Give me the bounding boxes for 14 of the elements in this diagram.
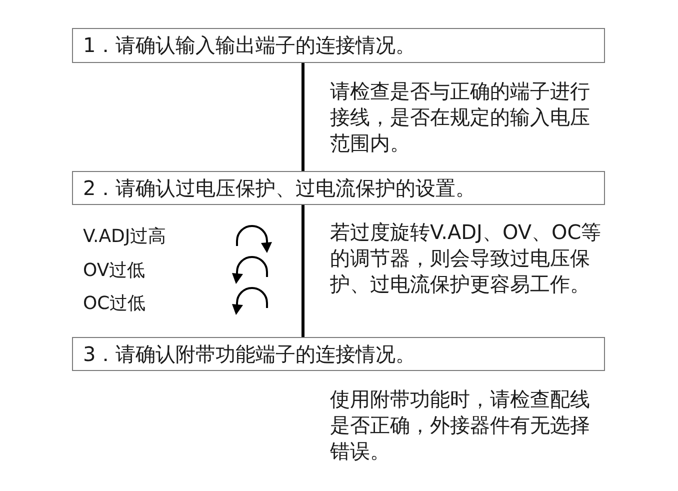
- step-heading: 1．请确认输入输出端子的连接情况。: [83, 32, 416, 59]
- connector-line: [302, 63, 304, 171]
- setting-label: OV过低: [83, 260, 146, 282]
- description-text: 使用附带功能时，请检查配线是否正确，外接器件有无选择错误。: [330, 386, 591, 464]
- step-box: [72, 28, 605, 63]
- description-text: 若过度旋转V.ADJ、OV、OC等的调节器，则会导致过电压保护、过电流保护更容易工作。: [330, 219, 602, 297]
- step-box: [72, 171, 605, 205]
- setting-label: V.ADJ过高: [83, 226, 166, 248]
- step-heading: 3．请确认附带功能端子的连接情况。: [83, 341, 416, 368]
- setting-label: OC过低: [83, 293, 146, 315]
- connector-line: [302, 205, 304, 337]
- step-box: [72, 337, 605, 371]
- description-text: 请检查是否与正确的端子进行接线，是否在规定的输入电压范围内。: [330, 78, 591, 156]
- step-heading: 2．请确认过电压保护、过电流保护的设置。: [83, 175, 476, 202]
